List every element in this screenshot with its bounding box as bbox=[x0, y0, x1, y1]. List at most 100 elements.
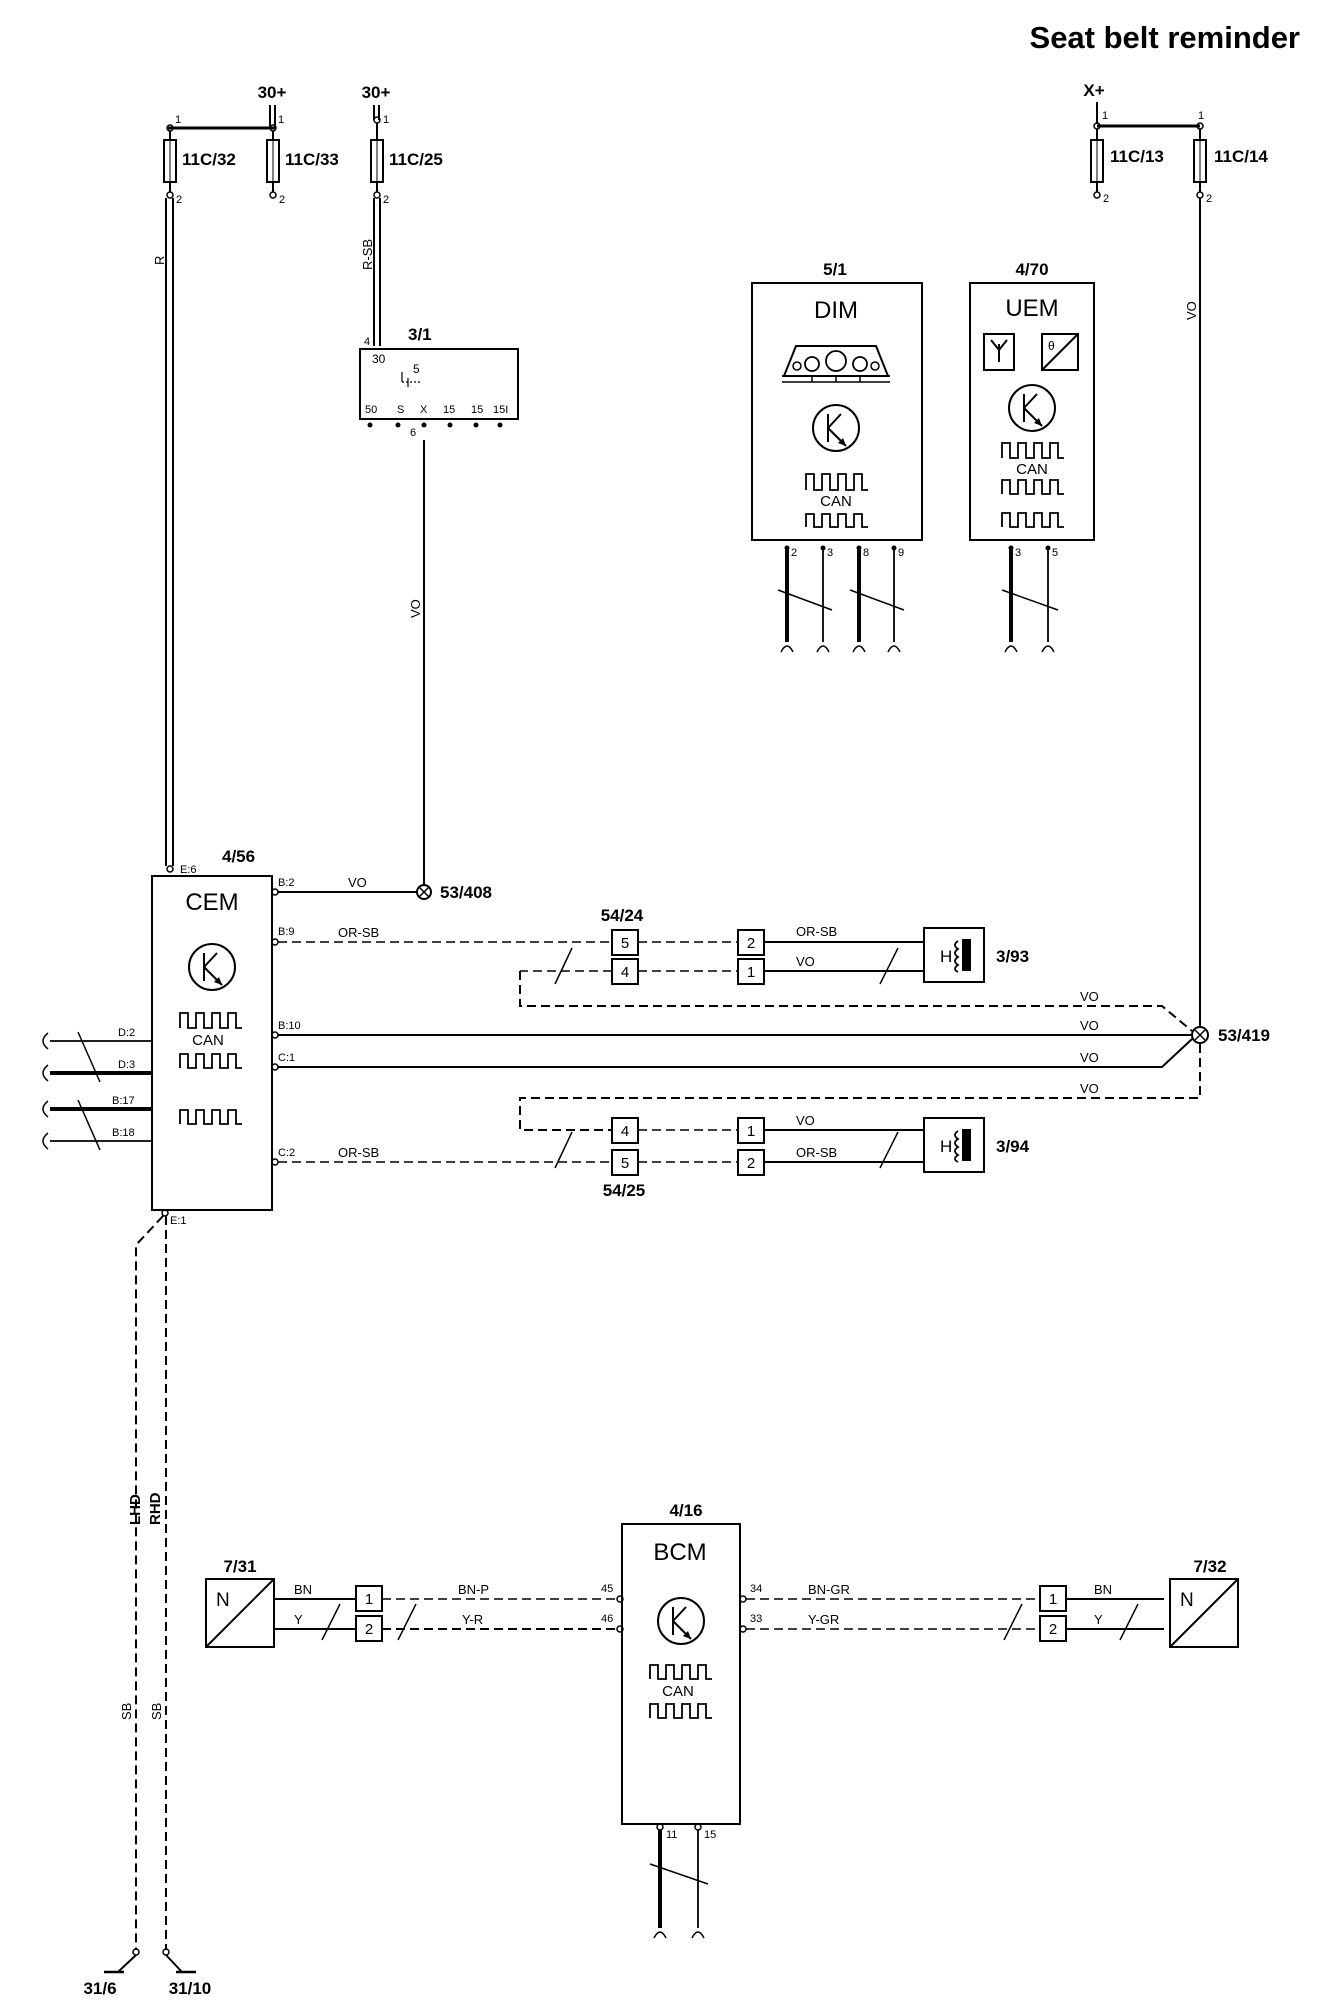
pin-label: 6 bbox=[410, 427, 416, 439]
fuse-11c25: 1 2 11C/25 bbox=[370, 114, 443, 206]
wire-color-label: OR-SB bbox=[338, 925, 379, 940]
terminal-label: S bbox=[397, 404, 404, 416]
connector-pin: 5 bbox=[621, 935, 629, 952]
pin-label: 8 bbox=[863, 547, 869, 559]
connector-label: 54/24 bbox=[601, 906, 644, 925]
can-signal-icon bbox=[1001, 442, 1064, 459]
module-cem: 4/56 E:6 CEM CAN B:2 B:9 B:10 C:1 C:2 E:… bbox=[42, 847, 301, 1227]
wire-color-label: VO bbox=[348, 875, 367, 890]
can-label: CAN bbox=[1016, 461, 1048, 478]
wire-vo-fuse: VO bbox=[1184, 198, 1201, 1036]
wire-orsb-c2: OR-SB bbox=[278, 1145, 612, 1163]
wire-color-label: BN-P bbox=[458, 1582, 489, 1597]
pin-label: B:17 bbox=[112, 1095, 135, 1107]
temperature-sensor-icon: θ bbox=[1041, 333, 1079, 371]
lamp-glyph: H bbox=[940, 1137, 952, 1156]
connector-pin: 4 bbox=[621, 1123, 629, 1140]
wire-color-label: VO bbox=[796, 1113, 815, 1128]
fuse-pin: 2 bbox=[176, 194, 182, 206]
pin-label: D:3 bbox=[118, 1059, 135, 1071]
wire-color-label: VO bbox=[1080, 1050, 1099, 1065]
fuse-11c33: 1 2 11C/33 bbox=[266, 114, 339, 206]
pin-label: 5 bbox=[1052, 547, 1058, 559]
can-label: CAN bbox=[662, 1683, 694, 1700]
connector-54-24: 54/24 5 4 bbox=[601, 906, 644, 985]
fuse-pin: 1 bbox=[278, 114, 284, 126]
module-name: BCM bbox=[653, 1539, 706, 1566]
wire-color-label: VO bbox=[408, 599, 423, 618]
pin-label: 3 bbox=[1015, 547, 1021, 559]
supply-30plus-left: 30+ bbox=[168, 83, 287, 130]
wire-color-label: BN-GR bbox=[808, 1582, 850, 1597]
module-body bbox=[151, 875, 273, 1211]
connector-lamp-93: 2 1 bbox=[737, 929, 765, 985]
module-name: CEM bbox=[185, 889, 238, 916]
pin-label: 3 bbox=[827, 547, 833, 559]
pin-label: C:2 bbox=[278, 1147, 295, 1159]
splice-53-408: 53/408 bbox=[416, 883, 492, 902]
fuse-label: 11C/14 bbox=[1214, 147, 1268, 166]
pin-label: 4 bbox=[364, 336, 370, 348]
ignition-switch-body bbox=[359, 348, 519, 420]
supply-label: 30+ bbox=[258, 83, 287, 102]
terminal-label: 15I bbox=[493, 404, 508, 416]
connector-pin: 1 bbox=[1049, 1591, 1057, 1608]
wire-color-label: Y-R bbox=[462, 1612, 483, 1627]
fuse-pin: 1 bbox=[1102, 110, 1108, 122]
wire-color-label: VO bbox=[1080, 989, 1099, 1004]
wire-color-label: OR-SB bbox=[338, 1145, 379, 1160]
pin-label: 15 bbox=[704, 1829, 716, 1841]
fuse-label: 11C/25 bbox=[389, 150, 443, 169]
ignition-switch: 3/1 4 30 5 50 S X 15 15 15I 6 bbox=[359, 325, 519, 439]
transistor-icon bbox=[1008, 384, 1056, 432]
sensor-7-31: 7/31 N bbox=[205, 1557, 275, 1648]
terminal-label: 15 bbox=[443, 404, 455, 416]
pin-label: B:2 bbox=[278, 877, 295, 889]
svg-text:θ: θ bbox=[1048, 339, 1055, 353]
sensor-glyph: N bbox=[1180, 1590, 1194, 1611]
pin-label: 33 bbox=[750, 1613, 762, 1625]
splice-53-419: 53/419 bbox=[1191, 1026, 1270, 1045]
lamp-label: 3/93 bbox=[996, 947, 1029, 966]
wire-r: R bbox=[152, 198, 174, 866]
fuse-pin: 2 bbox=[1103, 193, 1109, 205]
fuse-pin: 1 bbox=[383, 114, 389, 126]
splice-label: 53/419 bbox=[1218, 1026, 1270, 1045]
pin-label: 11 bbox=[666, 1829, 677, 1841]
fuse-label: 11C/32 bbox=[182, 150, 236, 169]
sensor-7-32: 7/32 N bbox=[1169, 1557, 1239, 1648]
sensor-label: 7/32 bbox=[1193, 1557, 1226, 1576]
seat-belt-lamp-3-94: H 3/94 bbox=[923, 1117, 1030, 1173]
terminal-label: 15 bbox=[471, 404, 483, 416]
connector-pin: 5 bbox=[621, 1155, 629, 1172]
ground-label: 31/10 bbox=[169, 1979, 212, 1998]
diagram-title: Seat belt reminder bbox=[1030, 20, 1300, 55]
pin-label: E:6 bbox=[180, 864, 197, 876]
module-body bbox=[751, 282, 923, 541]
supply-x-plus: X+ bbox=[1083, 81, 1200, 128]
signal-icon bbox=[1001, 512, 1064, 528]
antenna-icon bbox=[983, 333, 1015, 371]
fuse-label: 11C/33 bbox=[285, 150, 339, 169]
wire-color-label: SB bbox=[119, 1703, 134, 1720]
pin-label: 34 bbox=[750, 1583, 762, 1595]
connector-pin: 2 bbox=[365, 1621, 373, 1638]
connector-right-sensor: 1 2 bbox=[1039, 1585, 1067, 1642]
module-id: 4/70 bbox=[1015, 260, 1048, 279]
wire-color-label: R bbox=[152, 256, 167, 265]
can-label: CAN bbox=[192, 1032, 224, 1049]
pin-label: C:1 bbox=[278, 1052, 295, 1064]
instrument-cluster-icon bbox=[782, 345, 890, 383]
wire-color-label: OR-SB bbox=[796, 1145, 837, 1160]
can-signal-icon bbox=[805, 513, 868, 528]
connector-pin: 2 bbox=[747, 1155, 755, 1172]
pin-label: 2 bbox=[791, 547, 797, 559]
wire-color-label: VO bbox=[1080, 1018, 1099, 1033]
wire-color-label: BN bbox=[1094, 1582, 1112, 1597]
wire-color-label: BN bbox=[294, 1582, 312, 1597]
connector-pin: 1 bbox=[747, 964, 755, 981]
sensor-glyph: N bbox=[216, 1590, 230, 1611]
fuse-pin: 2 bbox=[1206, 193, 1212, 205]
pin-label: E:1 bbox=[170, 1215, 187, 1227]
